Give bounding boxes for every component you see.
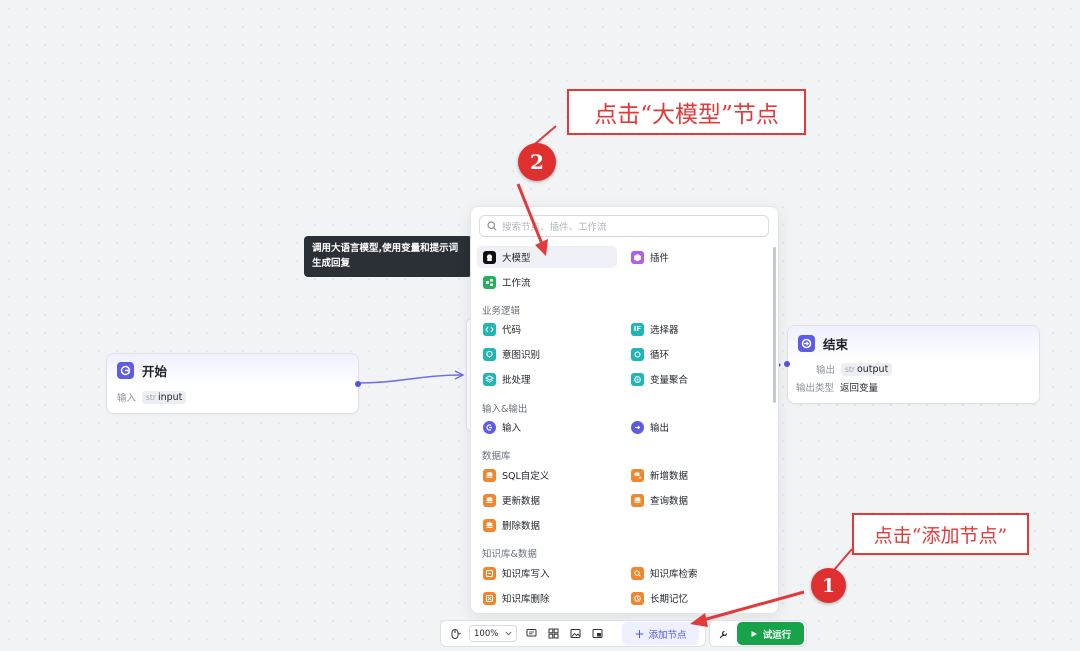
node-item-input[interactable]: 输入	[477, 416, 617, 438]
node-item-memory[interactable]: 长期记忆	[625, 587, 765, 609]
node-item-intent[interactable]: 意图识别	[477, 343, 617, 365]
search-icon	[487, 221, 497, 231]
kb-search-icon	[631, 566, 644, 580]
callout1-leader	[833, 548, 853, 571]
arrow2-head	[535, 239, 548, 256]
edge-arrow	[454, 370, 465, 380]
loop-icon	[631, 347, 644, 361]
memory-icon	[631, 591, 644, 605]
section-title-io: 输入&输出	[482, 404, 528, 415]
node-item-sql[interactable]: SQL自定义	[477, 464, 617, 486]
end-node-type-value: 返回变量	[840, 383, 879, 394]
node-item-llm[interactable]: 大模型	[477, 246, 617, 268]
node-item-code[interactable]: 代码	[477, 318, 617, 340]
start-node-row-label: 输入	[117, 393, 137, 404]
db-add-icon	[631, 468, 644, 482]
start-icon	[117, 361, 134, 379]
end-icon	[798, 334, 815, 352]
batch-icon	[483, 372, 496, 386]
layout-icon[interactable]	[545, 626, 561, 642]
add-node-panel: 搜索节点、插件、工作流 大模型 插件 工作流 业务逻辑 代码 IF 选择器 意图…	[470, 206, 779, 614]
step1-badge: 1	[811, 568, 846, 603]
start-node-header: 开始	[107, 354, 358, 386]
pointer-mode-icon[interactable]	[447, 626, 463, 642]
db-delete-icon	[483, 518, 496, 532]
variable-merge-icon	[631, 372, 644, 386]
kb-delete-icon	[483, 591, 496, 605]
llm-icon	[483, 250, 496, 264]
plus-icon: +	[634, 626, 645, 641]
chevron-down-icon	[505, 631, 512, 636]
arrow2-shaft	[516, 183, 544, 245]
panel-scrollbar[interactable]	[773, 247, 776, 403]
test-run-label: 试运行	[762, 629, 792, 641]
end-node-title: 结束	[823, 336, 849, 352]
code-icon	[483, 322, 496, 336]
node-item-kb-delete[interactable]: 知识库删除	[477, 587, 617, 609]
sql-icon	[483, 468, 496, 482]
output-icon	[631, 420, 644, 434]
node-item-workflow[interactable]: 工作流	[477, 271, 617, 293]
node-search-input[interactable]: 搜索节点、插件、工作流	[479, 215, 769, 237]
node-item-db-add[interactable]: 新增数据	[625, 464, 765, 486]
edge-start-to-panel	[357, 374, 463, 384]
node-item-output[interactable]: 输出	[625, 416, 765, 438]
comment-icon[interactable]	[523, 626, 539, 642]
start-node-title: 开始	[142, 363, 168, 379]
callout-step1: 点击“添加节点”	[852, 513, 1029, 555]
add-node-button[interactable]: + 添加节点	[622, 622, 699, 645]
node-item-variable-merge[interactable]: 变量聚合	[625, 368, 765, 390]
kb-write-icon	[483, 566, 496, 580]
add-node-label: 添加节点	[648, 629, 687, 641]
callout-step2: 点击“大模型”节点	[567, 89, 806, 135]
workflow-icon	[483, 275, 496, 289]
minimap-icon[interactable]	[589, 626, 605, 642]
intent-icon	[483, 347, 496, 361]
test-run-button[interactable]: 试运行	[737, 622, 804, 645]
end-node-type-label: 输出类型	[796, 383, 835, 394]
end-node-header: 结束	[788, 326, 1039, 360]
node-item-plugin[interactable]: 插件	[625, 246, 765, 268]
play-icon	[751, 630, 757, 637]
node-item-db-update[interactable]: 更新数据	[477, 489, 617, 511]
node-item-selector[interactable]: IF 选择器	[625, 318, 765, 340]
start-node-output-port[interactable]	[355, 381, 361, 387]
input-icon	[483, 420, 496, 434]
node-item-kb-search[interactable]: 知识库检索	[625, 562, 765, 584]
db-query-icon	[631, 493, 644, 507]
zoom-select[interactable]: 100%	[469, 625, 517, 642]
plugin-icon	[631, 250, 644, 264]
search-placeholder: 搜索节点、插件、工作流	[502, 222, 607, 233]
image-icon[interactable]	[567, 626, 583, 642]
end-node-type-row: 输出类型 返回变量	[788, 378, 1039, 396]
node-item-db-delete[interactable]: 删除数据	[477, 514, 617, 536]
node-item-kb-write[interactable]: 知识库写入	[477, 562, 617, 584]
llm-tooltip: 调用大语言模型,使用变量和提示词生成回复	[304, 236, 472, 277]
section-title-logic: 业务逻辑	[482, 306, 521, 317]
section-title-database: 数据库	[482, 451, 511, 462]
wrench-icon[interactable]	[715, 626, 731, 642]
zoom-value: 100%	[474, 628, 499, 639]
node-item-loop[interactable]: 循环	[625, 343, 765, 365]
node-behind-panel	[466, 318, 473, 432]
arrow1-head	[690, 613, 708, 627]
end-node-output-label: 输出	[816, 365, 836, 376]
db-update-icon	[483, 493, 496, 507]
arrow1-shaft	[702, 590, 805, 622]
step2-badge: 2	[518, 143, 556, 181]
node-item-batch[interactable]: 批处理	[477, 368, 617, 390]
section-title-knowledge: 知识库&数据	[482, 549, 537, 560]
node-item-db-query[interactable]: 查询数据	[625, 489, 765, 511]
if-icon: IF	[631, 322, 644, 336]
end-node-input-port[interactable]	[784, 361, 790, 367]
